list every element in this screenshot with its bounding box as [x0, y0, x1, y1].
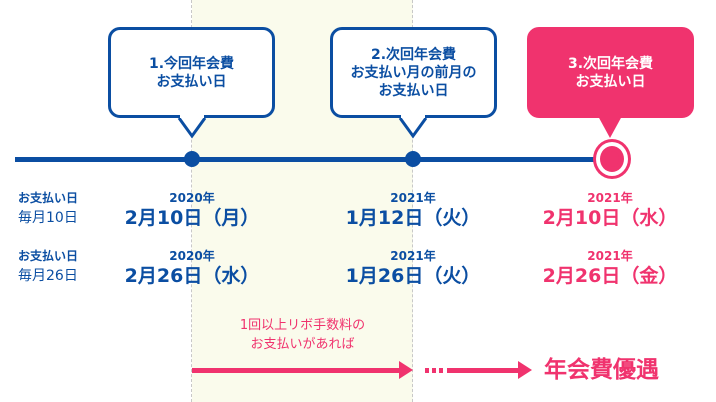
year: 2020年	[169, 191, 215, 205]
callout-text: お支払い日	[378, 82, 449, 99]
year: 2021年	[390, 249, 436, 263]
date-cell: 2020年 2月10日（月）	[92, 190, 292, 230]
date-cell: 2021年 2月26日（金）	[510, 248, 710, 288]
date: 1月26日（火）	[345, 265, 481, 287]
target-point-icon	[596, 142, 628, 176]
row-label: お支払い日 毎月26日	[18, 246, 78, 286]
callout-tail	[598, 116, 622, 138]
date: 2月26日（水）	[124, 265, 260, 287]
callout-text: 1.今回年会費	[148, 55, 235, 72]
callout-prior-month-payment: 2.次回年会費 お支払い月の前月の お支払い日	[330, 27, 497, 118]
date-cell: 2021年 1月12日（火）	[313, 190, 513, 230]
row-label-title: お支払い日	[18, 249, 79, 263]
note-line: 1回以上リボ手数料の	[239, 318, 366, 333]
date-cell: 2020年 2月26日（水）	[92, 248, 292, 288]
year: 2021年	[587, 191, 633, 205]
year: 2021年	[390, 191, 436, 205]
callout-next-payment: 3.次回年会費 お支払い日	[527, 27, 694, 118]
note-line: お支払いがあれば	[250, 337, 355, 352]
arrow-head-icon	[399, 361, 413, 379]
timeline	[15, 157, 605, 162]
timeline-point	[184, 151, 200, 167]
date: 1月12日（火）	[345, 207, 481, 229]
callout-text: お支払い日	[156, 73, 227, 90]
row-label-title: お支払い日	[18, 191, 79, 205]
row-label-day: 毎月26日	[18, 268, 78, 284]
arrow-shaft	[192, 368, 400, 373]
ellipsis-dot	[432, 368, 436, 373]
year: 2021年	[587, 249, 633, 263]
callout-tail	[177, 115, 207, 139]
arrow-shaft	[447, 368, 519, 373]
ellipsis-dot	[425, 368, 429, 373]
arrow-head-icon	[518, 361, 532, 379]
row-label-day: 毎月10日	[18, 210, 78, 226]
callout-text: お支払い月の前月の	[350, 64, 477, 81]
callout-current-payment: 1.今回年会費 お支払い日	[108, 27, 275, 118]
date: 2月26日（金）	[542, 265, 678, 287]
callout-text: 2.次回年会費	[370, 46, 457, 63]
year: 2020年	[169, 249, 215, 263]
callout-text: 3.次回年会費	[567, 55, 654, 72]
row-label: お支払い日 毎月10日	[18, 188, 78, 228]
date-cell: 2021年 2月10日（水）	[510, 190, 710, 230]
timeline-point	[405, 151, 421, 167]
divider-line	[412, 0, 413, 402]
divider-line	[191, 0, 192, 402]
callout-text: お支払い日	[575, 73, 646, 90]
date-cell: 2021年 1月26日（火）	[313, 248, 513, 288]
date: 2月10日（月）	[124, 207, 260, 229]
callout-tail	[398, 115, 428, 139]
date: 2月10日（水）	[542, 207, 678, 229]
condition-note: 1回以上リボ手数料の お支払いがあれば	[192, 316, 413, 354]
ellipsis-dot	[439, 368, 443, 373]
benefit-label: 年会費優遇	[544, 357, 659, 383]
